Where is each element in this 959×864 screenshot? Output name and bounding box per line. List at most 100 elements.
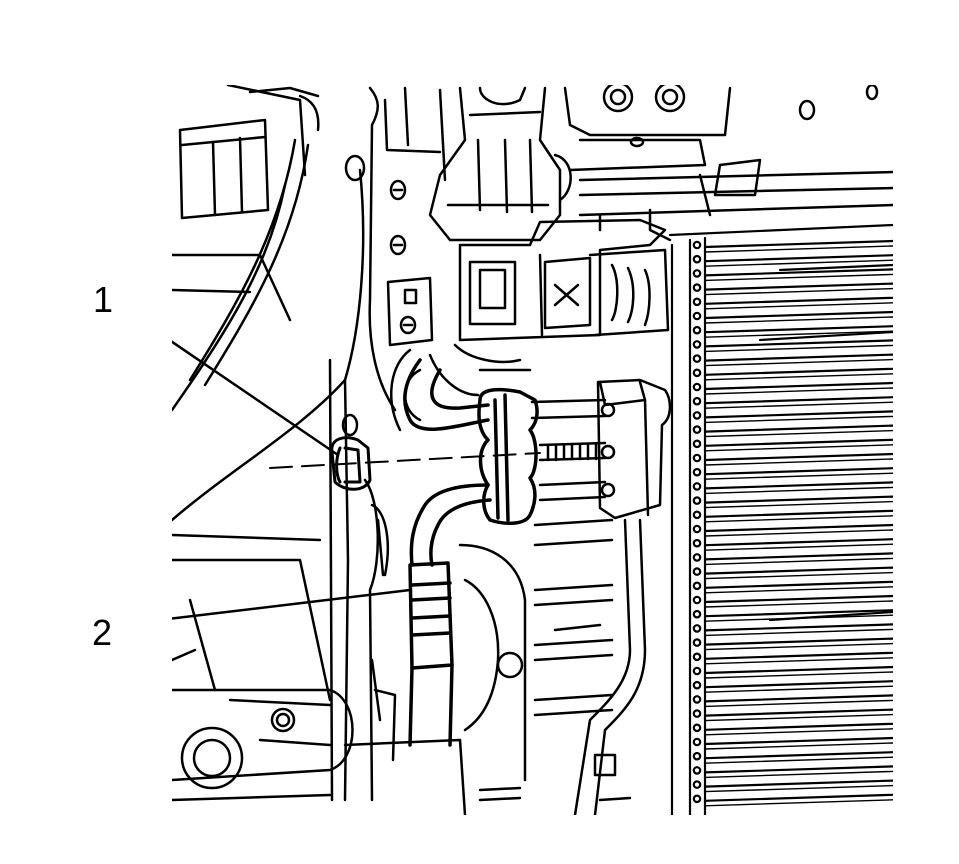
condenser-fin (704, 728, 893, 736)
condenser-fin (704, 571, 893, 580)
condenser-fin (703, 495, 893, 504)
condenser-fin (703, 339, 893, 348)
condenser-fin (703, 751, 893, 760)
condenser-fin (704, 784, 893, 793)
condenser-fin (704, 344, 893, 353)
fin-rivet (692, 311, 702, 321)
condenser-fin (704, 500, 893, 509)
fin-rivet (692, 396, 702, 406)
condenser-fin (704, 529, 893, 537)
condenser-fin (704, 586, 893, 594)
condenser-fin (704, 373, 893, 381)
fin-rivet (692, 595, 702, 605)
nut (330, 436, 372, 491)
fin-rivet (692, 567, 702, 576)
condenser-fin (703, 325, 893, 334)
condenser-fin (704, 245, 893, 253)
fin-rivet (692, 269, 702, 278)
condenser-fin (703, 452, 893, 462)
fin-rivet (692, 695, 702, 704)
condenser-fin (704, 472, 893, 480)
fin-rivet (692, 340, 702, 349)
condenser-fin (703, 467, 893, 476)
fin-rivet (692, 723, 702, 733)
condenser-fin (703, 268, 893, 277)
fin-rivet (692, 254, 702, 264)
condenser-fin (703, 367, 893, 376)
condenser-fin (704, 642, 893, 651)
condenser-fin (703, 396, 893, 405)
condenser-fin (703, 609, 893, 618)
studs (530, 398, 607, 502)
condenser-fin (704, 799, 893, 807)
condenser-fin (703, 637, 893, 646)
fin-rivet (692, 709, 702, 718)
condenser-fin (704, 330, 893, 338)
condenser-fin (704, 316, 893, 324)
fin-rivet (692, 382, 702, 392)
condenser-fin (704, 742, 893, 750)
fin-rivet (692, 510, 702, 520)
fin-rivet (692, 666, 702, 676)
condenser-fin (703, 651, 893, 660)
condenser-fin (703, 694, 893, 703)
condenser-fin (704, 444, 893, 452)
condenser-fin (703, 410, 893, 419)
condenser-fin (703, 254, 893, 263)
condenser-fin (703, 424, 893, 433)
ac-hose (403, 358, 539, 747)
left-body-structure (172, 85, 365, 802)
condenser-fin (703, 523, 893, 533)
condenser-fin (703, 580, 893, 589)
condenser-fin (704, 287, 893, 296)
condenser-fin (703, 538, 893, 547)
fin-rivet (692, 609, 702, 619)
condenser-fin (703, 765, 893, 774)
fin-rivet (692, 325, 702, 335)
condenser-fin (703, 353, 893, 362)
condenser-fin (704, 600, 893, 608)
fin-rivet (692, 751, 702, 761)
condenser-fin (703, 381, 893, 391)
condenser-fin (704, 557, 893, 566)
condenser-fin (703, 793, 893, 802)
condenser-fin (704, 770, 893, 779)
upper-right-structure (563, 85, 893, 242)
fin-rivet (692, 538, 702, 548)
condenser-fin (703, 594, 893, 604)
leader-lines (172, 340, 412, 620)
condenser-fin (703, 481, 893, 490)
callout-label-1: 1 (93, 279, 114, 320)
condenser-fin (704, 415, 893, 424)
condenser-fin (703, 282, 893, 291)
condenser-fin (703, 665, 893, 675)
condenser-fin (704, 358, 893, 367)
fin-rivet (692, 425, 702, 434)
condenser-fin (703, 623, 893, 632)
condenser-fin (704, 628, 893, 637)
condenser-fin (704, 657, 893, 665)
condenser-fin (704, 543, 893, 551)
fin-rivet (692, 354, 702, 363)
condenser-fin (703, 680, 893, 689)
condenser-fin (704, 671, 893, 679)
condenser-fin (703, 708, 893, 717)
condenser-fin (704, 756, 893, 764)
fin-rivet (692, 439, 702, 449)
fin-rivet (692, 652, 702, 662)
fin-rivet (692, 581, 702, 591)
condenser-fin (704, 515, 893, 523)
fin-rivet (692, 680, 702, 690)
alignment-dash-line (269, 452, 541, 469)
fin-rivet (692, 624, 702, 633)
condenser-fin (704, 429, 893, 438)
condenser-fin (703, 296, 893, 305)
fin-rivet (692, 453, 702, 463)
fin-rivet (692, 553, 702, 562)
fin-rivet (692, 482, 702, 491)
condenser-fin (704, 401, 893, 409)
condenser-fin (704, 302, 893, 310)
condenser-fin (704, 713, 893, 722)
